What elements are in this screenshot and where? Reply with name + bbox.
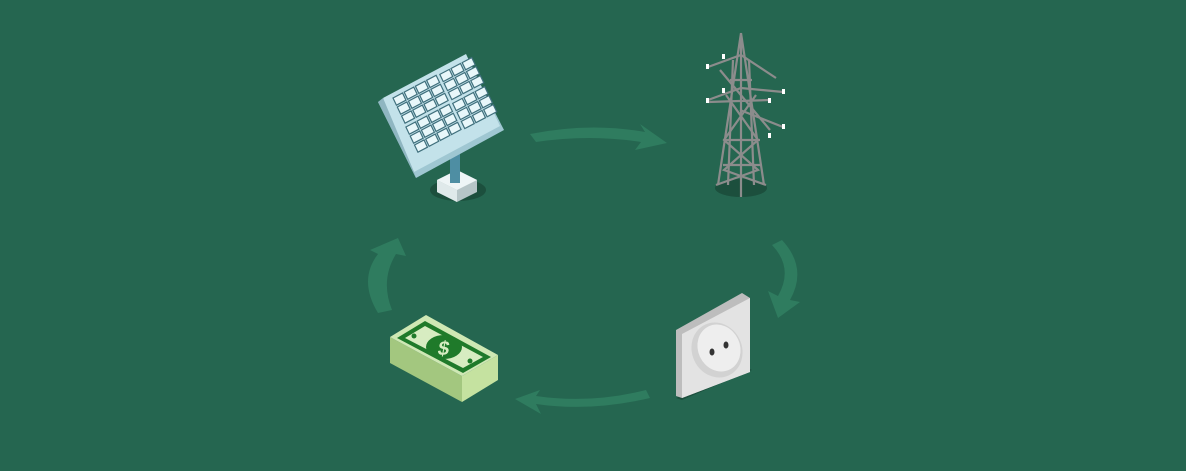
solar-cell [450, 62, 465, 77]
solar-cell [447, 121, 462, 136]
cycle-arrow-outlet-to-money [515, 390, 650, 414]
solar-cell [418, 89, 434, 104]
solar-cell [412, 104, 427, 119]
power-outlet-icon [676, 293, 752, 400]
solar-cell [471, 109, 487, 124]
solar-cell [456, 106, 471, 121]
transmission-tower-icon [706, 32, 785, 197]
solar-cell [425, 74, 441, 89]
solar-panel-icon [378, 54, 504, 202]
solar-cell [461, 56, 476, 71]
solar-cell [447, 86, 463, 101]
money-stack-icon: $ [390, 315, 498, 402]
svg-text:$: $ [436, 338, 451, 360]
solar-cell [434, 92, 449, 107]
solar-cell [420, 124, 436, 139]
solar-cell [463, 91, 478, 106]
solar-cell [460, 115, 476, 130]
solar-cell [467, 100, 482, 115]
solar-cell [474, 85, 489, 100]
solar-cell [443, 77, 458, 92]
solar-cell [454, 71, 470, 86]
solar-cell [407, 95, 423, 110]
solar-cell [409, 130, 424, 145]
solar-cell [392, 92, 407, 107]
solar-cell [423, 98, 438, 113]
solar-cell [431, 118, 447, 133]
solar-cell [465, 65, 481, 80]
solar-cell [438, 103, 454, 118]
cycle-arrow-solar-to-tower [530, 124, 667, 150]
cycle-arrow-tower-to-outlet [768, 240, 800, 318]
solar-cell [478, 94, 494, 109]
solar-cell [482, 103, 498, 118]
solar-cell [416, 115, 431, 130]
solar-cell [436, 127, 451, 142]
solar-cell [403, 86, 418, 101]
solar-cell [400, 110, 416, 125]
solar-cell [430, 83, 445, 98]
solar-cell [424, 133, 440, 148]
solar-cell [470, 74, 485, 89]
solar-cell [427, 109, 443, 124]
solar-cell [396, 101, 412, 116]
cycle-arrow-money-to-solar [368, 238, 406, 313]
solar-cell [451, 97, 467, 112]
solar-cell [405, 121, 420, 136]
solar-cell [413, 139, 429, 154]
solar-cell [414, 80, 430, 95]
solar-cell [439, 68, 454, 83]
solar-cell [458, 80, 474, 95]
solar-cell [443, 112, 458, 127]
